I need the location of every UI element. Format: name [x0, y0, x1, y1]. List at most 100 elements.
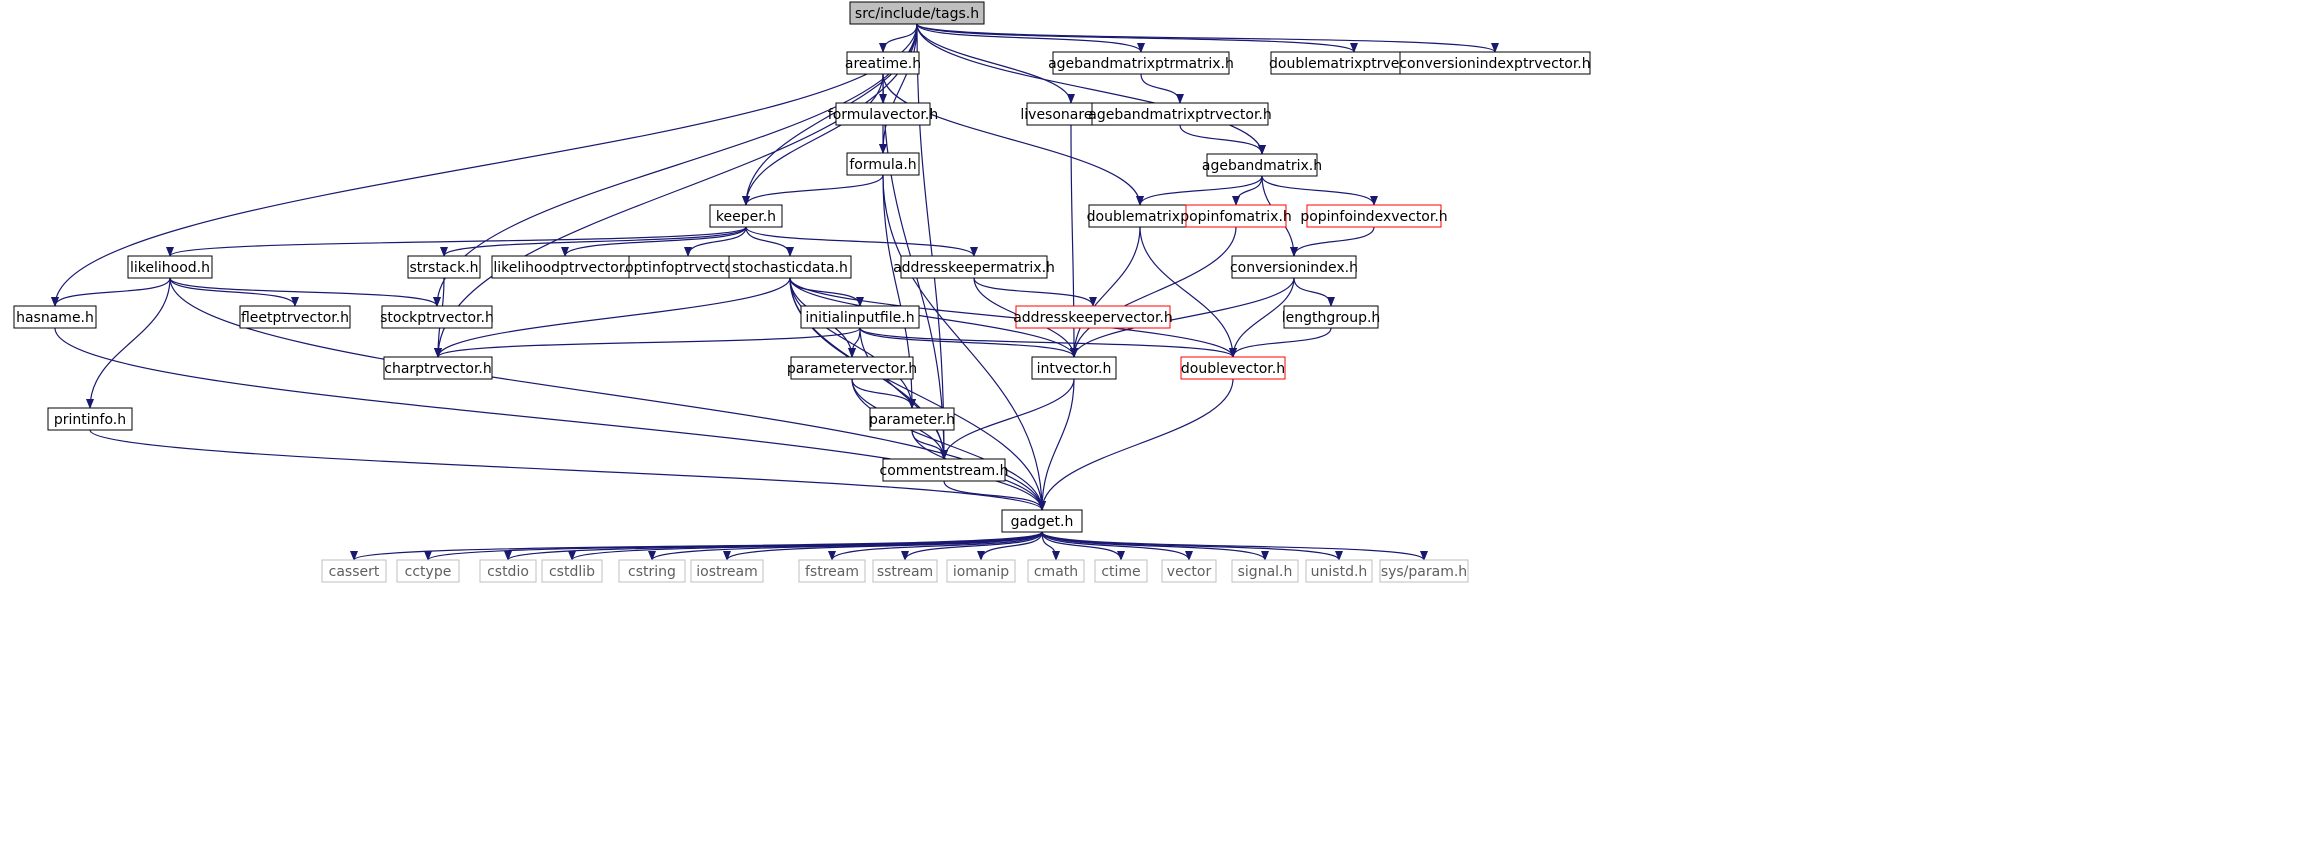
edge-tags-to-agebandmatrix [916, 23, 1266, 155]
node-intvector[interactable]: intvector.h [1031, 356, 1117, 380]
node-box-parametervector [790, 356, 914, 380]
edge-printinfo-to-gadget [89, 429, 1046, 511]
node-label-iomanip: iomanip [953, 564, 1009, 580]
node-box-charptrvector [383, 356, 493, 380]
node-box-strstack [407, 255, 481, 279]
edge-tags-to-formula [879, 23, 918, 154]
node-hasname[interactable]: hasname.h [13, 305, 97, 329]
node-doublematrixptrvector[interactable]: doublematrixptrvector.h [1269, 51, 1439, 75]
node-label-strstack: strstack.h [409, 260, 478, 276]
node-addresskeepermatrix[interactable]: addresskeepermatrix.h [893, 255, 1055, 279]
edge-gadget-to-ctime [1041, 531, 1125, 561]
node-iostream: iostream [690, 559, 764, 583]
node-box-popinfoindexvector [1306, 204, 1442, 228]
node-agebandmatrixptrmatrix[interactable]: agebandmatrixptrmatrix.h [1048, 51, 1234, 75]
node-label-charptrvector: charptrvector.h [384, 361, 491, 377]
node-stochasticdata[interactable]: stochasticdata.h [728, 255, 852, 279]
node-label-sysparam: sys/param.h [1381, 564, 1467, 580]
node-printinfo[interactable]: printinfo.h [47, 407, 133, 431]
node-lengthgroup[interactable]: lengthgroup.h [1282, 305, 1381, 329]
node-sysparam: sys/param.h [1379, 559, 1469, 583]
edge-likelihood-to-hasname [51, 277, 171, 307]
edge-tags-to-livesonareas [916, 23, 1075, 104]
node-label-formulavector: formulavector.h [828, 107, 938, 123]
node-charptrvector[interactable]: charptrvector.h [383, 356, 493, 380]
node-box-cassert [321, 559, 387, 583]
node-label-parameter: parameter.h [869, 412, 955, 428]
node-label-hasname: hasname.h [16, 310, 94, 326]
node-label-lengthgroup: lengthgroup.h [1282, 310, 1381, 326]
edge-gadget-to-fstream [828, 531, 1043, 561]
node-cctype: cctype [396, 559, 460, 583]
node-tags[interactable]: src/include/tags.h [849, 1, 985, 25]
node-label-signal: signal.h [1238, 564, 1293, 580]
node-gadget[interactable]: gadget.h [1001, 509, 1083, 533]
edge-gadget-to-sstream [901, 531, 1043, 561]
node-box-areatime [846, 51, 920, 75]
node-initialinputfile[interactable]: initialinputfile.h [800, 305, 920, 329]
node-fleetptrvector[interactable]: fleetptrvector.h [239, 305, 351, 329]
node-box-printinfo [47, 407, 133, 431]
node-parametervector[interactable]: parametervector.h [787, 356, 917, 380]
node-label-agebandmatrixptrvector: agebandmatrixptrvector.h [1088, 107, 1272, 123]
edge-gadget-to-cmath [1041, 531, 1060, 561]
node-label-cstdio: cstdio [487, 564, 529, 580]
node-box-addresskeepermatrix [900, 255, 1048, 279]
node-formula[interactable]: formula.h [846, 152, 920, 176]
edge-stochasticdata-to-doublevector [789, 277, 1237, 358]
node-label-popinfomatrix: popinfomatrix.h [1180, 209, 1292, 225]
node-label-optinfoptrvector: optinfoptrvector.h [625, 260, 751, 276]
node-box-cmath [1027, 559, 1085, 583]
node-label-tags: src/include/tags.h [855, 6, 979, 22]
node-optinfoptrvector[interactable]: optinfoptrvector.h [625, 255, 751, 279]
node-sstream: sstream [872, 559, 938, 583]
edge-conversionindex-to-doublevector [1229, 277, 1295, 358]
edge-agebandmatrixptrmatrix-to-agebandmatrixptrvector [1140, 73, 1184, 104]
node-box-addresskeepervector [1015, 305, 1171, 329]
edge-initialinputfile-to-charptrvector [434, 327, 861, 358]
edge-stochasticdata-to-intvector [789, 277, 1078, 358]
edge-conversionindex-to-intvector [1070, 277, 1295, 358]
node-box-formula [846, 152, 920, 176]
edge-agebandmatrixptrvector-to-agebandmatrix [1179, 124, 1266, 155]
node-keeper[interactable]: keeper.h [709, 204, 783, 228]
edge-gadget-to-vector [1041, 531, 1193, 561]
node-cassert: cassert [321, 559, 387, 583]
edge-gadget-to-unistd [1041, 531, 1343, 561]
node-likelihoodptrvector[interactable]: likelihoodptrvector.h [491, 255, 639, 279]
node-parameter[interactable]: parameter.h [869, 407, 955, 431]
node-addresskeepervector[interactable]: addresskeepervector.h [1013, 305, 1173, 329]
edge-doublematrix-to-intvector [1070, 226, 1141, 358]
node-cstdlib: cstdlib [541, 559, 603, 583]
node-strstack[interactable]: strstack.h [407, 255, 481, 279]
node-box-gadget [1001, 509, 1083, 533]
node-popinfomatrix[interactable]: popinfomatrix.h [1180, 204, 1292, 228]
node-commentstream[interactable]: commentstream.h [880, 458, 1009, 482]
node-popinfoindexvector[interactable]: popinfoindexvector.h [1300, 204, 1448, 228]
node-likelihood[interactable]: likelihood.h [127, 255, 213, 279]
edges-layer [51, 23, 1499, 561]
node-cstdio: cstdio [479, 559, 537, 583]
edge-stochasticdata-to-parameter [789, 277, 916, 409]
node-agebandmatrix[interactable]: agebandmatrix.h [1202, 153, 1322, 177]
edge-keeper-to-addresskeepermatrix [745, 226, 978, 257]
edge-initialinputfile-to-intvector [859, 327, 1078, 358]
node-stockptrvector[interactable]: stockptrvector.h [380, 305, 494, 329]
node-doublevector[interactable]: doublevector.h [1180, 356, 1286, 380]
node-doublematrix[interactable]: doublematrix.h [1087, 204, 1194, 228]
node-box-intvector [1031, 356, 1117, 380]
node-conversionindexptrvector[interactable]: conversionindexptrvector.h [1399, 51, 1591, 75]
node-box-parameter [869, 407, 955, 431]
node-iomanip: iomanip [946, 559, 1016, 583]
node-formulavector[interactable]: formulavector.h [828, 102, 938, 126]
node-label-popinfoindexvector: popinfoindexvector.h [1300, 209, 1447, 225]
node-box-iomanip [946, 559, 1016, 583]
node-label-keeper: keeper.h [716, 209, 776, 225]
edge-lengthgroup-to-doublevector [1229, 327, 1332, 358]
node-conversionindex[interactable]: conversionindex.h [1230, 255, 1358, 279]
node-box-agebandmatrixptrmatrix [1052, 51, 1230, 75]
edge-agebandmatrix-to-popinfomatrix [1232, 175, 1263, 206]
node-areatime[interactable]: areatime.h [845, 51, 921, 75]
node-agebandmatrixptrvector[interactable]: agebandmatrixptrvector.h [1088, 102, 1272, 126]
